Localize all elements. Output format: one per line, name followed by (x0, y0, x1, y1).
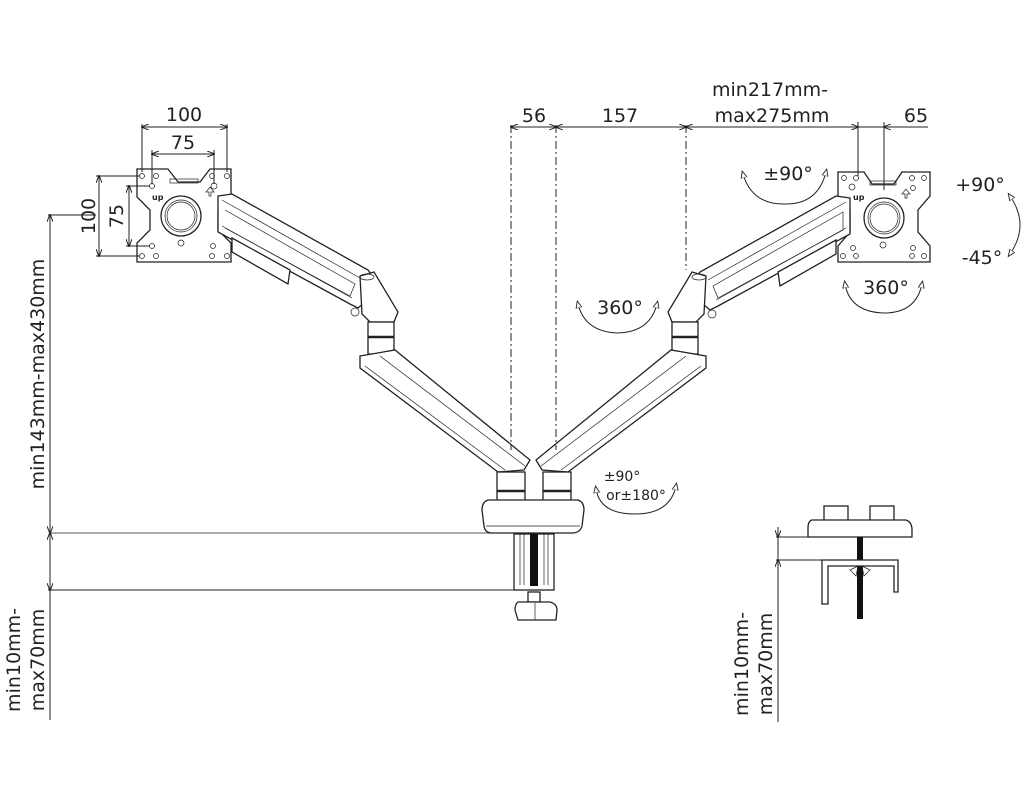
clamp-range-dimension-left: min10mm- max70mm (3, 533, 514, 720)
dimension-label: 360° (597, 297, 643, 319)
clamp-range-dimension-right: min10mm- max70mm (731, 527, 860, 722)
vesa-plate-right: up (837, 171, 931, 263)
dimension-label: min143mm-max430mm (27, 259, 49, 490)
dimension-label: ±90° (604, 469, 641, 485)
base-clamp (481, 471, 585, 621)
dimension-label: min10mm- (731, 612, 753, 716)
up-label: up (853, 193, 865, 202)
up-arrow-icon (205, 186, 215, 197)
dimension-label: +90° (955, 174, 1005, 196)
dimension-label: max70mm (27, 609, 49, 712)
elbow-joint-right (667, 271, 707, 355)
top-dimension-chain: 56 157 min217mm- max275mm 65 (511, 79, 928, 190)
rotation-tilt-vertical: +90° -45° (955, 174, 1021, 269)
up-label: up (152, 193, 164, 202)
height-range-dimension: min143mm-max430mm (27, 215, 500, 533)
vesa-hole (840, 175, 927, 259)
lower-arm-right (535, 349, 707, 473)
dimension-label: 75 (171, 132, 195, 154)
vesa-height-dimension: 100 75 (78, 176, 150, 256)
rotation-elbow: 360° (578, 297, 657, 334)
dimension-label: 75 (106, 204, 128, 228)
rotation-vesa: 360° (845, 277, 922, 314)
dimension-label: max70mm (755, 613, 777, 716)
upper-arm-right (689, 195, 851, 319)
dimension-label: max275mm (715, 105, 830, 127)
dimension-label: 56 (522, 105, 546, 127)
dimension-label: min217mm- (712, 79, 828, 101)
vesa-width-dimension: 100 75 (142, 104, 227, 184)
dimension-label: 360° (863, 277, 909, 299)
dimension-label: 100 (166, 104, 202, 126)
up-arrow-icon (901, 188, 911, 199)
vesa-plate-left: up (136, 168, 232, 263)
dimension-label: ±90° (763, 163, 813, 185)
lower-arm-left (359, 349, 531, 473)
dimension-label: 157 (602, 105, 638, 127)
dimension-label: 65 (904, 105, 928, 127)
elbow-joint-left (359, 271, 399, 355)
side-clamp-view (807, 505, 913, 619)
dimension-label: 100 (78, 198, 100, 234)
dimension-label: -45° (962, 247, 1003, 269)
rotation-base: ±90° or±180° (596, 469, 676, 515)
upper-arm-left (217, 193, 379, 317)
dimension-label: min10mm- (3, 608, 25, 712)
dimension-label: or±180° (606, 488, 666, 504)
rotation-tilt-side: ±90° (743, 163, 826, 205)
